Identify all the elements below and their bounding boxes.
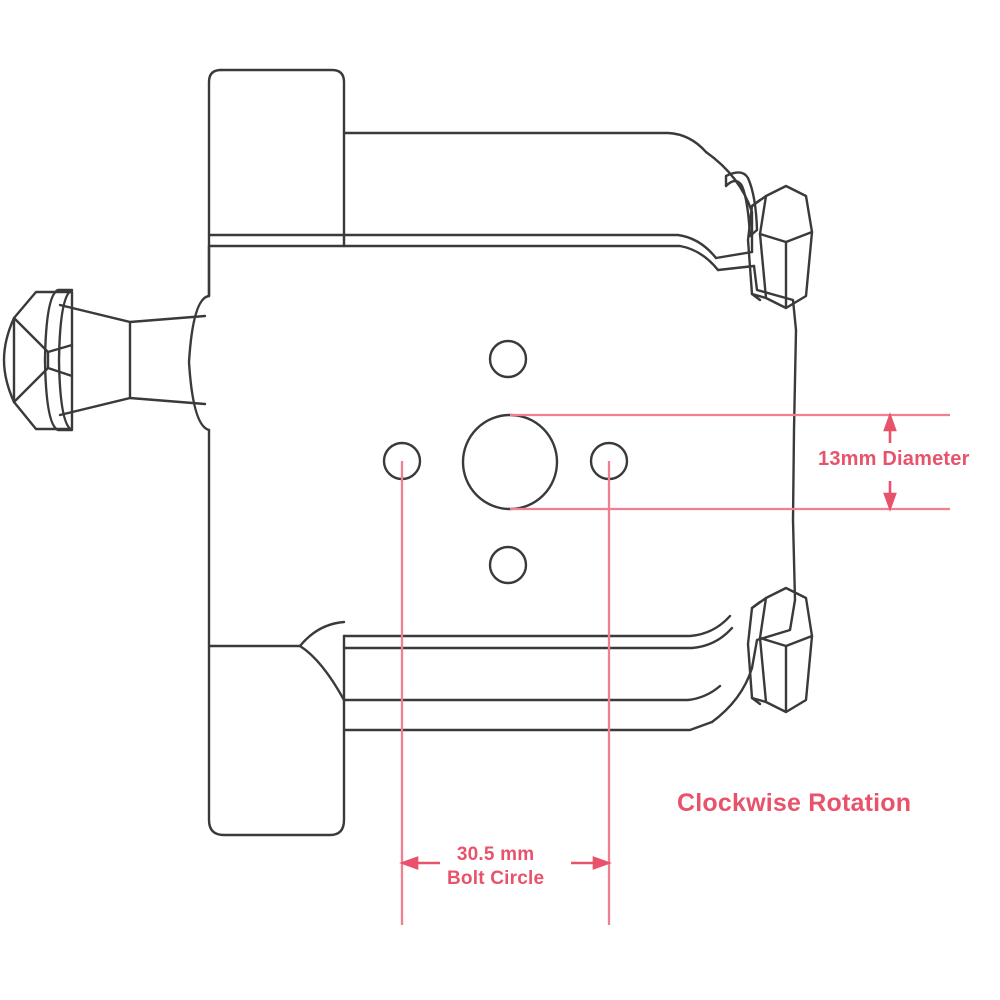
bolt-hole-top	[488, 339, 528, 379]
hex-bolt-upper-right	[746, 184, 814, 310]
center-bore	[461, 413, 559, 511]
bolt-circle-dimension-label: 30.5 mm Bolt Circle	[447, 843, 544, 891]
diameter-dimension-label: 13mm Diameter	[818, 448, 970, 470]
bolt-circle-value: 30.5 mm	[456, 844, 535, 865]
rotation-direction-label: Clockwise Rotation	[677, 789, 912, 817]
bolt-circle-caption: Bolt Circle	[447, 867, 545, 889]
bolt-hole-bottom	[488, 545, 528, 585]
diameter-arrowhead-top	[883, 412, 897, 432]
pump-body	[207, 131, 798, 732]
bolt-circle-arrowhead-left	[399, 856, 419, 870]
diameter-arrowhead-bottom	[883, 492, 897, 512]
hex-bolt-lower-right	[746, 586, 814, 714]
shaft-hex-nut	[2, 288, 207, 432]
dimension-lines-group	[400, 413, 950, 925]
mounting-flange	[187, 68, 346, 837]
bolt-circle-arrowhead-right	[592, 856, 612, 870]
dimension-arrows-group	[399, 412, 897, 870]
pump-outline-group	[2, 68, 814, 837]
